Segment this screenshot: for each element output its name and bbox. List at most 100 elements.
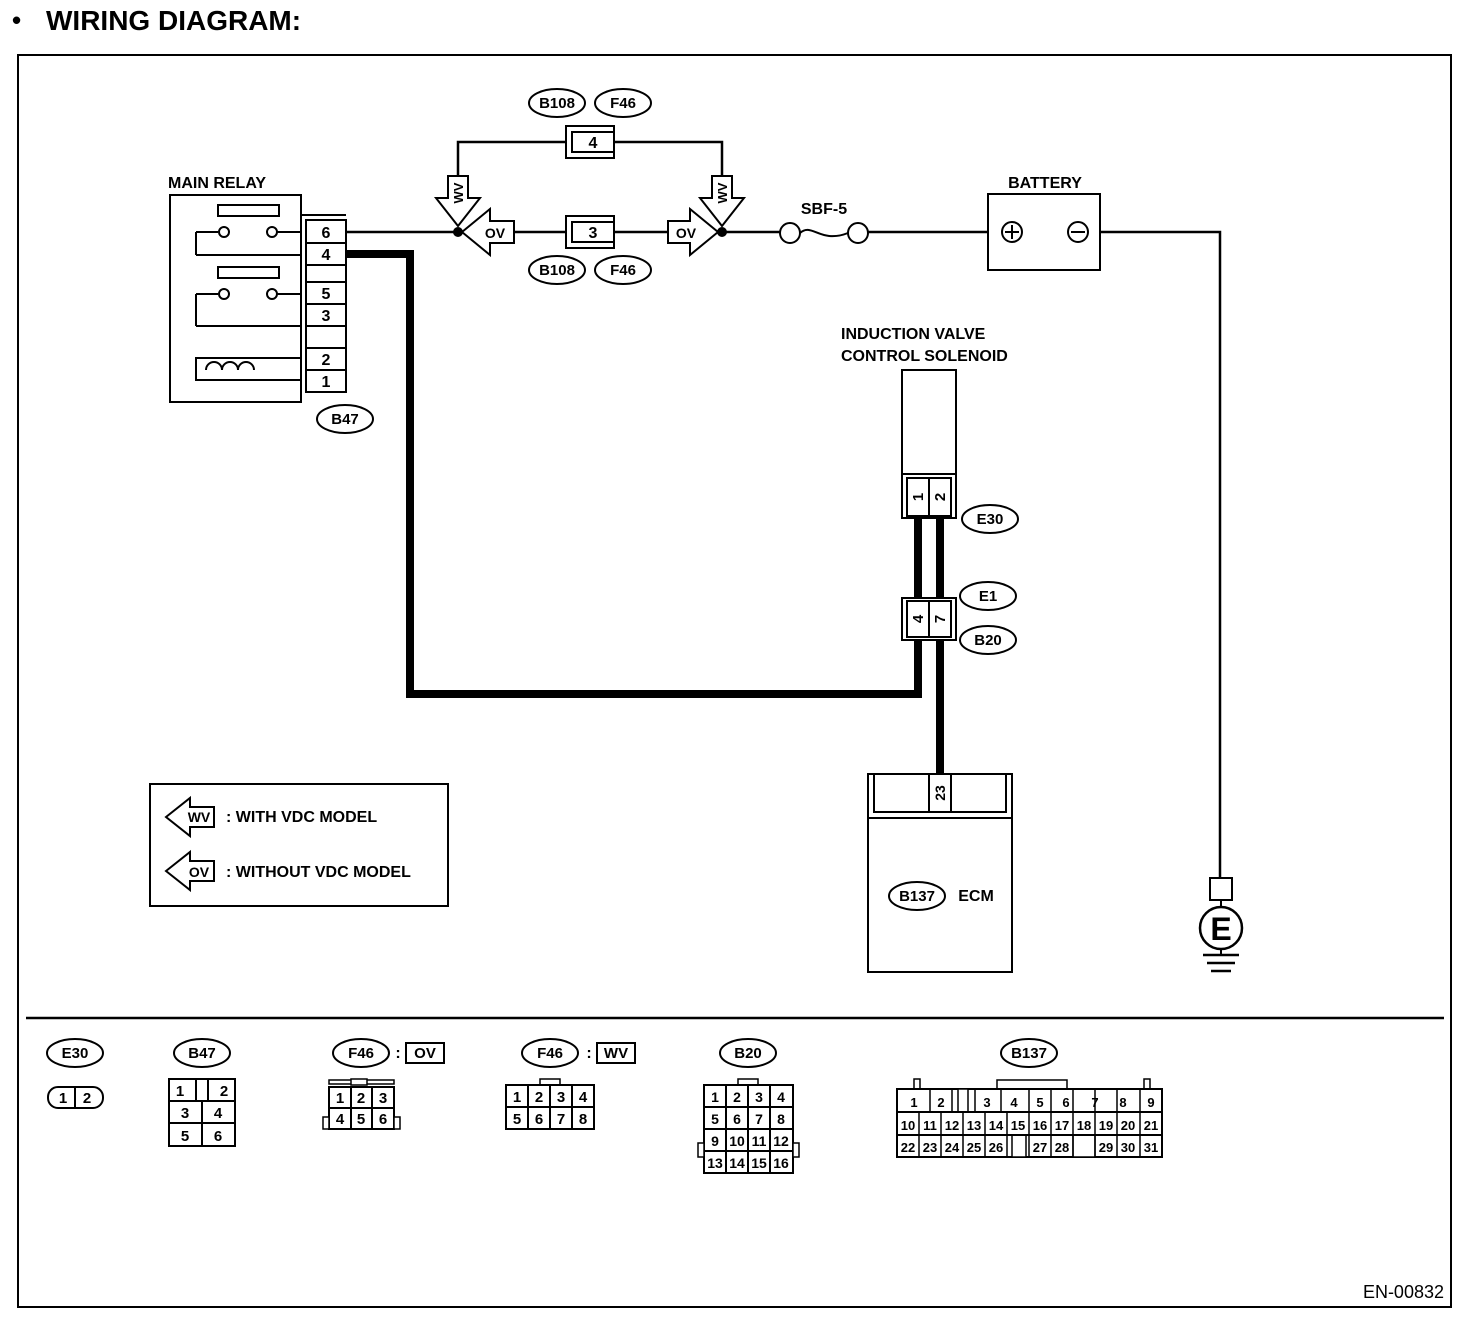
fuse-sbf5: SBF-5 [779,201,869,244]
svg-text:19: 19 [1099,1118,1113,1133]
connector-tag [316,404,374,434]
connector-tag-label: B47 [331,411,359,428]
connector-view-f46-ov: F46 : OV 1 2 3 4 5 6 [322,1038,445,1130]
svg-text:1: 1 [59,1090,67,1107]
connector-tag-label: B137 [899,888,935,905]
connector-pin-label: 4 [589,135,598,152]
relay-coil-bar [217,266,280,279]
wires [346,140,1222,878]
down-arrow-icon [433,175,483,228]
svg-text:OV: OV [485,225,506,241]
connector-tag-label: E30 [977,511,1004,528]
solenoid-pin-label: 1 [910,493,927,501]
joint-pin-label: 4 [910,614,927,623]
svg-text:8: 8 [579,1111,587,1128]
svg-text:F46: F46 [348,1045,374,1062]
battery-title: BATTERY [1008,175,1082,192]
svg-text:26: 26 [989,1140,1003,1155]
wv-arrow-left: WV [433,175,483,228]
legend-text: : WITHOUT VDC MODEL [226,864,411,881]
connector-view-f46-wv: F46 : WV 1 2 3 4 5 6 7 8 [505,1038,636,1130]
svg-text:WV: WV [451,182,466,203]
svg-text:OV: OV [414,1045,436,1062]
fuse-icon [799,228,849,238]
svg-text:31: 31 [1144,1140,1158,1155]
svg-text:6: 6 [535,1111,543,1128]
svg-text:29: 29 [1099,1140,1113,1155]
svg-text:15: 15 [1011,1118,1025,1133]
wire-wv-branch-left [456,140,566,200]
relay-pin-block [305,219,347,393]
solenoid-title-line2: CONTROL SOLENOID [841,348,1008,365]
legend-arrow-icon [164,849,215,893]
svg-text:11: 11 [923,1118,937,1133]
svg-text:16: 16 [773,1155,789,1171]
connector-tag-label: B108 [539,95,575,112]
relay-coil-icon [205,361,255,371]
svg-text:OV: OV [676,225,697,241]
svg-text:6: 6 [214,1128,222,1145]
svg-text:B137: B137 [1011,1045,1047,1062]
svg-text:25: 25 [967,1140,981,1155]
induction-valve-solenoid: INDUCTION VALVE CONTROL SOLENOID 1 2 E30 [841,326,1019,534]
svg-text:3: 3 [755,1089,763,1105]
down-arrow-icon [697,175,747,228]
svg-text:8: 8 [777,1111,785,1127]
svg-text:2: 2 [83,1090,91,1107]
figure-id: EN-00832 [1363,1282,1444,1302]
solenoid-title-line1: INDUCTION VALVE [841,326,986,343]
legend: WV : WITH VDC MODEL OV : WITHOUT VDC MOD… [149,783,449,907]
relay-contact-icon [266,226,278,238]
svg-text:11: 11 [752,1133,767,1149]
connector-tag-label: E1 [979,588,997,605]
svg-text:4: 4 [336,1111,345,1128]
svg-text:OV: OV [189,864,210,880]
svg-text:8: 8 [1119,1095,1126,1110]
relay-pin-label: 2 [322,352,331,369]
svg-text::: : [395,1045,400,1062]
connector-tag-label: B20 [974,632,1002,649]
svg-text:17: 17 [1055,1118,1069,1133]
svg-text:6: 6 [379,1111,387,1128]
connector-view-b20: B20 1 2 3 4 5 6 7 8 9 10 11 12 13 14 15 … [697,1038,800,1174]
svg-text:13: 13 [707,1155,723,1171]
splice-point-right [717,227,727,237]
connector-pin-label: 3 [589,225,598,242]
svg-text:6: 6 [733,1111,741,1127]
ground-symbol: E [1210,911,1231,947]
page-title: WIRING DIAGRAM: [46,5,301,36]
svg-text:4: 4 [777,1089,785,1105]
svg-text:9: 9 [1147,1095,1154,1110]
main-relay: MAIN RELAY 6 4 5 3 2 1 B47 [168,175,374,434]
svg-text:23: 23 [923,1140,937,1155]
svg-text:1: 1 [336,1090,344,1107]
svg-text:20: 20 [1121,1118,1135,1133]
svg-text:28: 28 [1055,1140,1069,1155]
relay-pin-label: 6 [322,225,331,242]
svg-text:10: 10 [901,1118,915,1133]
connector-view-e30: E30 1 2 [46,1038,104,1109]
svg-text:E30: E30 [62,1045,89,1062]
svg-text:13: 13 [967,1118,981,1133]
ground: E [1198,877,1244,973]
svg-text:14: 14 [729,1155,745,1171]
relay-pin-label: 5 [322,286,331,303]
wire-relay-pin4-to-joint [346,250,922,698]
legend-arrow-icon [164,795,215,839]
svg-text:7: 7 [557,1111,565,1128]
svg-text:3: 3 [983,1095,990,1110]
wire-wv-branch-right [614,140,724,200]
connector-view-b137: B137 1 2 3 4 5 6 7 8 9 10 11 12 [896,1038,1163,1158]
ecm: 23 B137 ECM [867,773,1013,973]
svg-text:12: 12 [773,1133,789,1149]
connector-tag-label: F46 [610,95,636,112]
ecm-label: ECM [958,888,994,905]
svg-text:3: 3 [181,1105,189,1122]
top-connectors: B108 F46 4 3 B108 F46 [528,88,652,285]
svg-text:3: 3 [379,1090,387,1107]
svg-text:B20: B20 [734,1045,762,1062]
svg-text:5: 5 [181,1128,189,1145]
svg-text:1: 1 [910,1095,917,1110]
relay-pin-label: 4 [322,247,331,264]
